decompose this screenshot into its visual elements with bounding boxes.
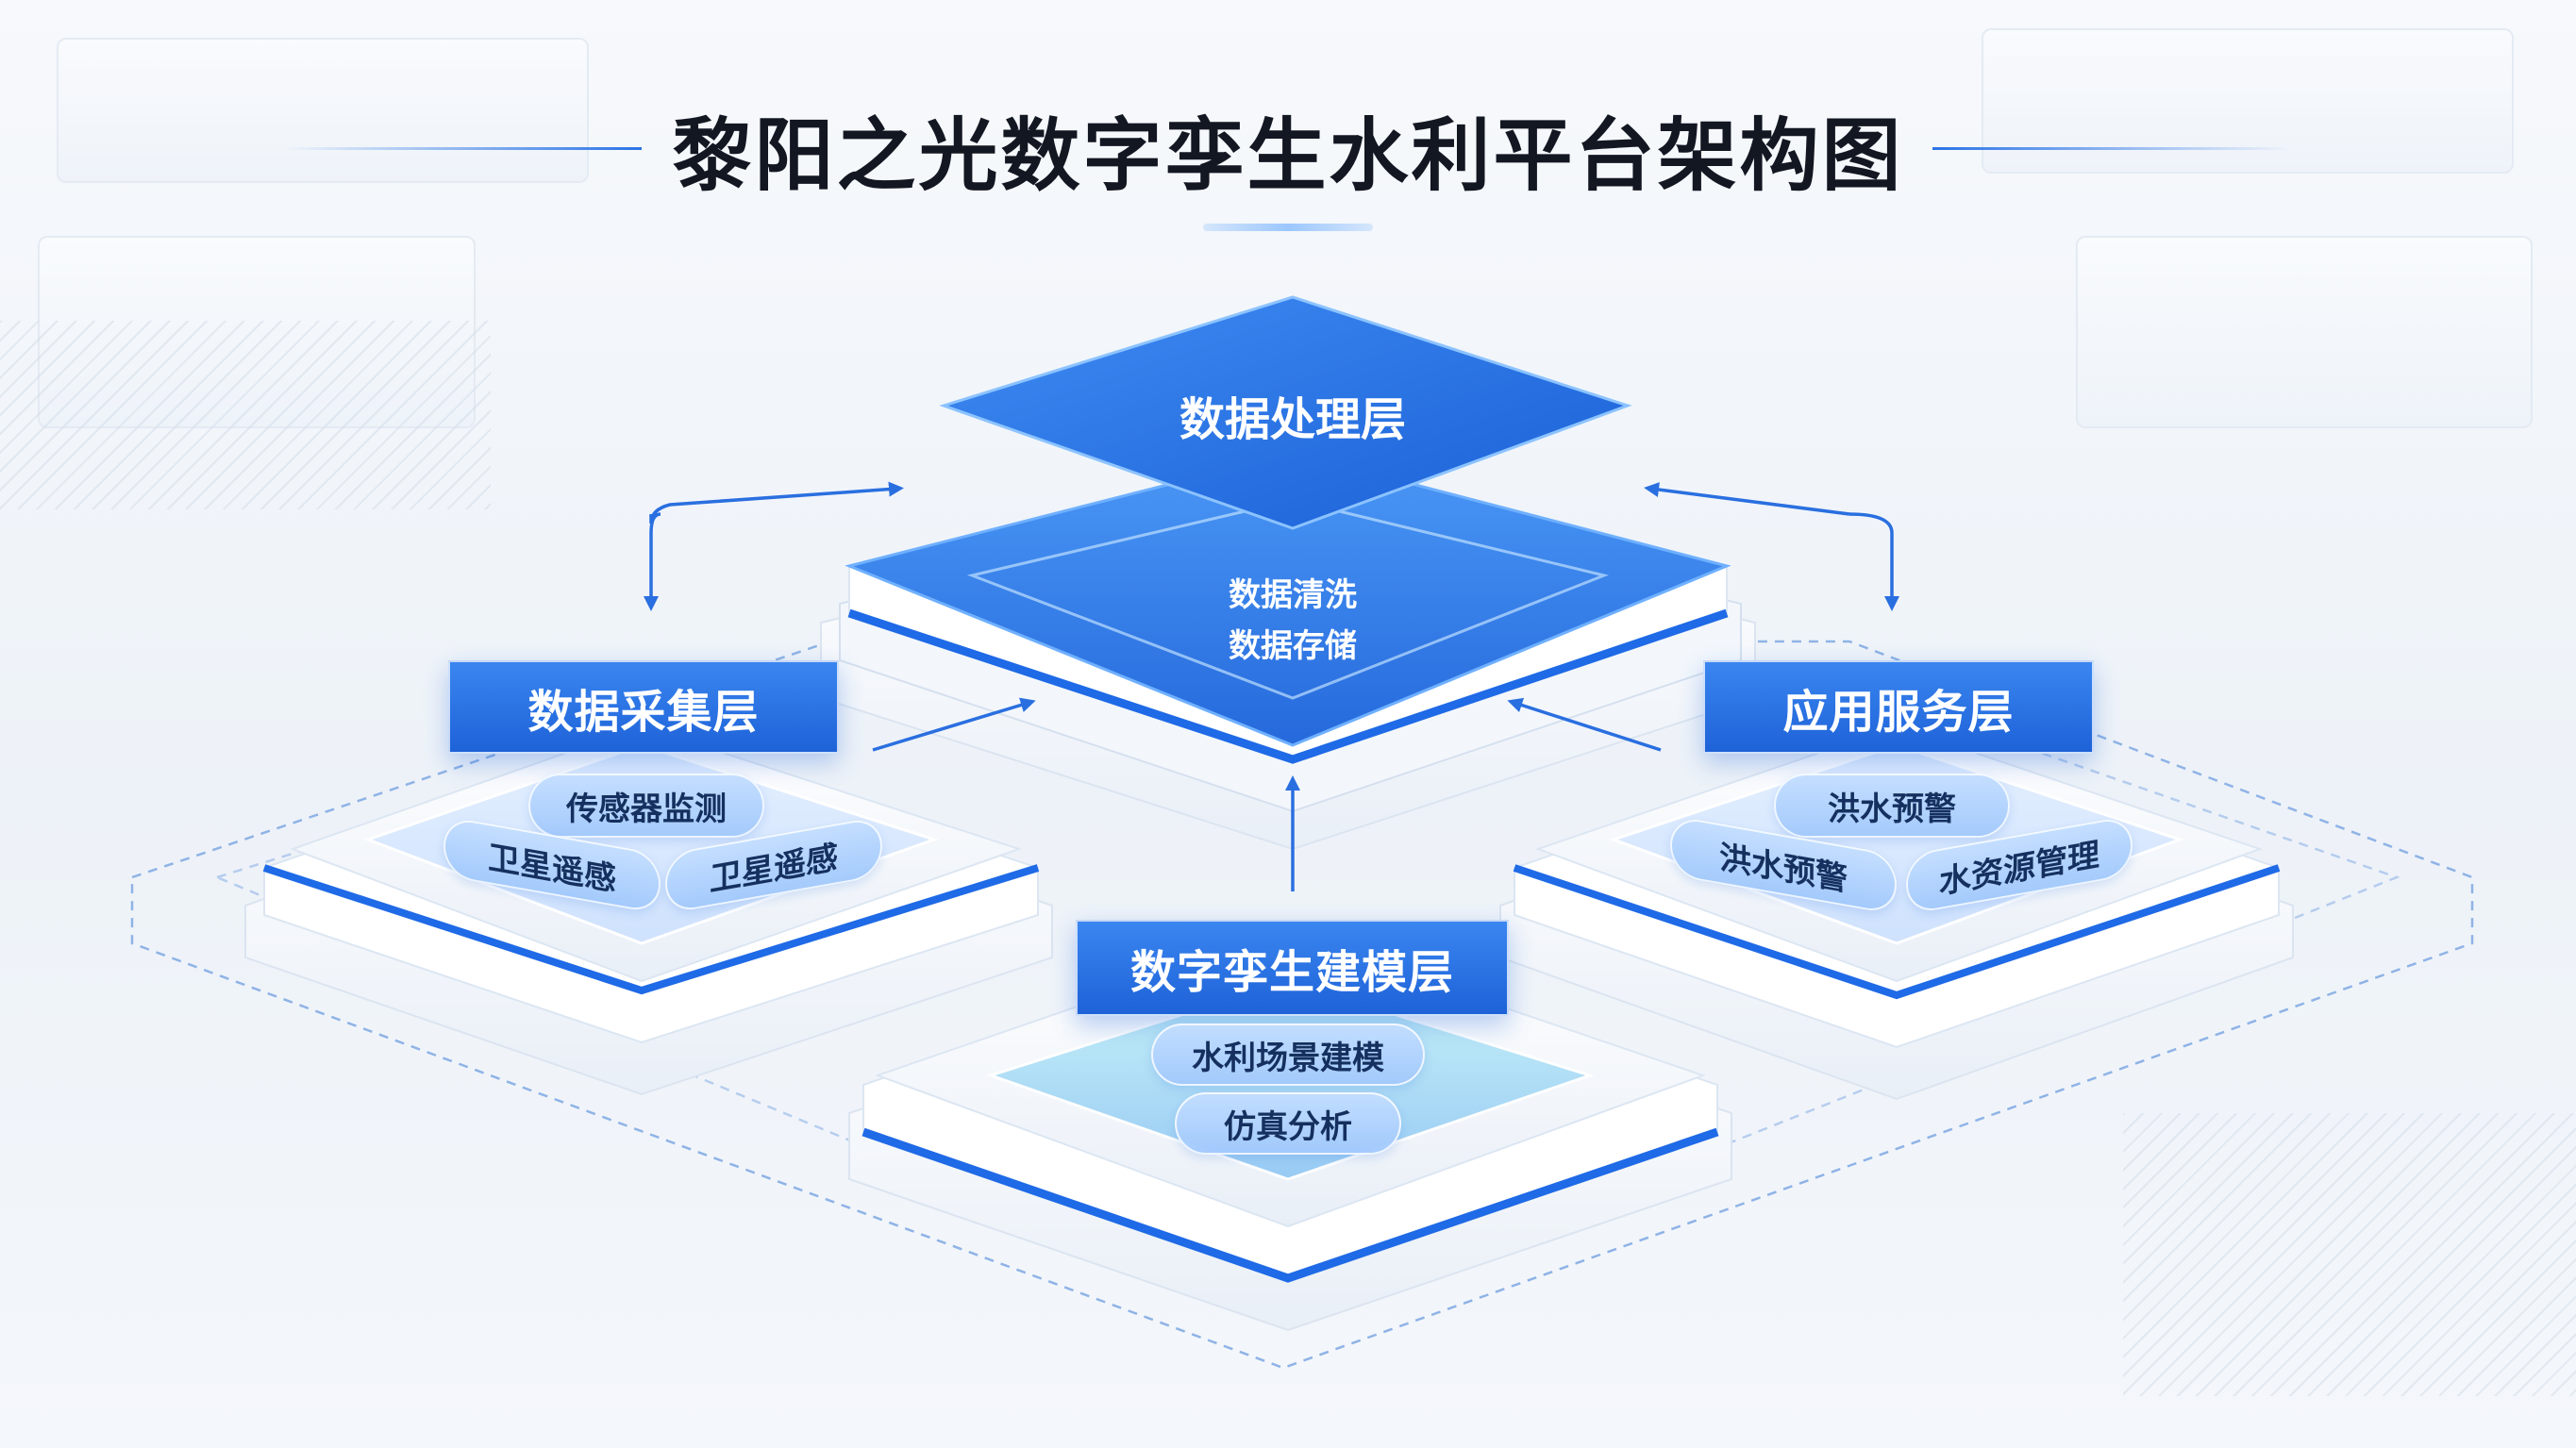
processing-layer-label: 数据处理层	[1179, 393, 1406, 446]
background-texture	[0, 321, 491, 509]
modeling-layer-label: 数字孪生建模层	[1076, 920, 1509, 1016]
processing-item: 数据清洗	[1229, 576, 1357, 614]
arrow-icon	[872, 697, 1036, 752]
arrow-icon	[1848, 512, 1899, 611]
title-decoration-right	[1932, 147, 2291, 150]
arrow-icon	[1507, 697, 1662, 752]
title-underline	[1203, 224, 1373, 231]
background-tile	[2076, 236, 2533, 428]
arrow-icon	[649, 481, 904, 524]
modeling-item: 仿真分析	[1175, 1092, 1401, 1155]
collection-item: 传感器监测	[528, 774, 764, 838]
application-layer-label: 应用服务层	[1703, 660, 2094, 754]
collection-layer-label: 数据采集层	[448, 660, 839, 754]
processing-item: 数据存储	[1229, 627, 1357, 665]
modeling-item: 水利场景建模	[1151, 1024, 1425, 1086]
flow-arrows	[644, 481, 1899, 891]
arrow-icon	[1644, 482, 1850, 516]
background-tile	[57, 38, 589, 183]
background-texture	[2123, 1113, 2576, 1396]
arrow-icon	[644, 512, 661, 611]
processing-layer-stack	[820, 295, 1756, 851]
application-item: 洪水预警	[1774, 774, 2010, 838]
diagram-title: 黎阳之光数字孪生水利平台架构图	[672, 109, 1904, 202]
title-decoration-left	[283, 147, 642, 150]
